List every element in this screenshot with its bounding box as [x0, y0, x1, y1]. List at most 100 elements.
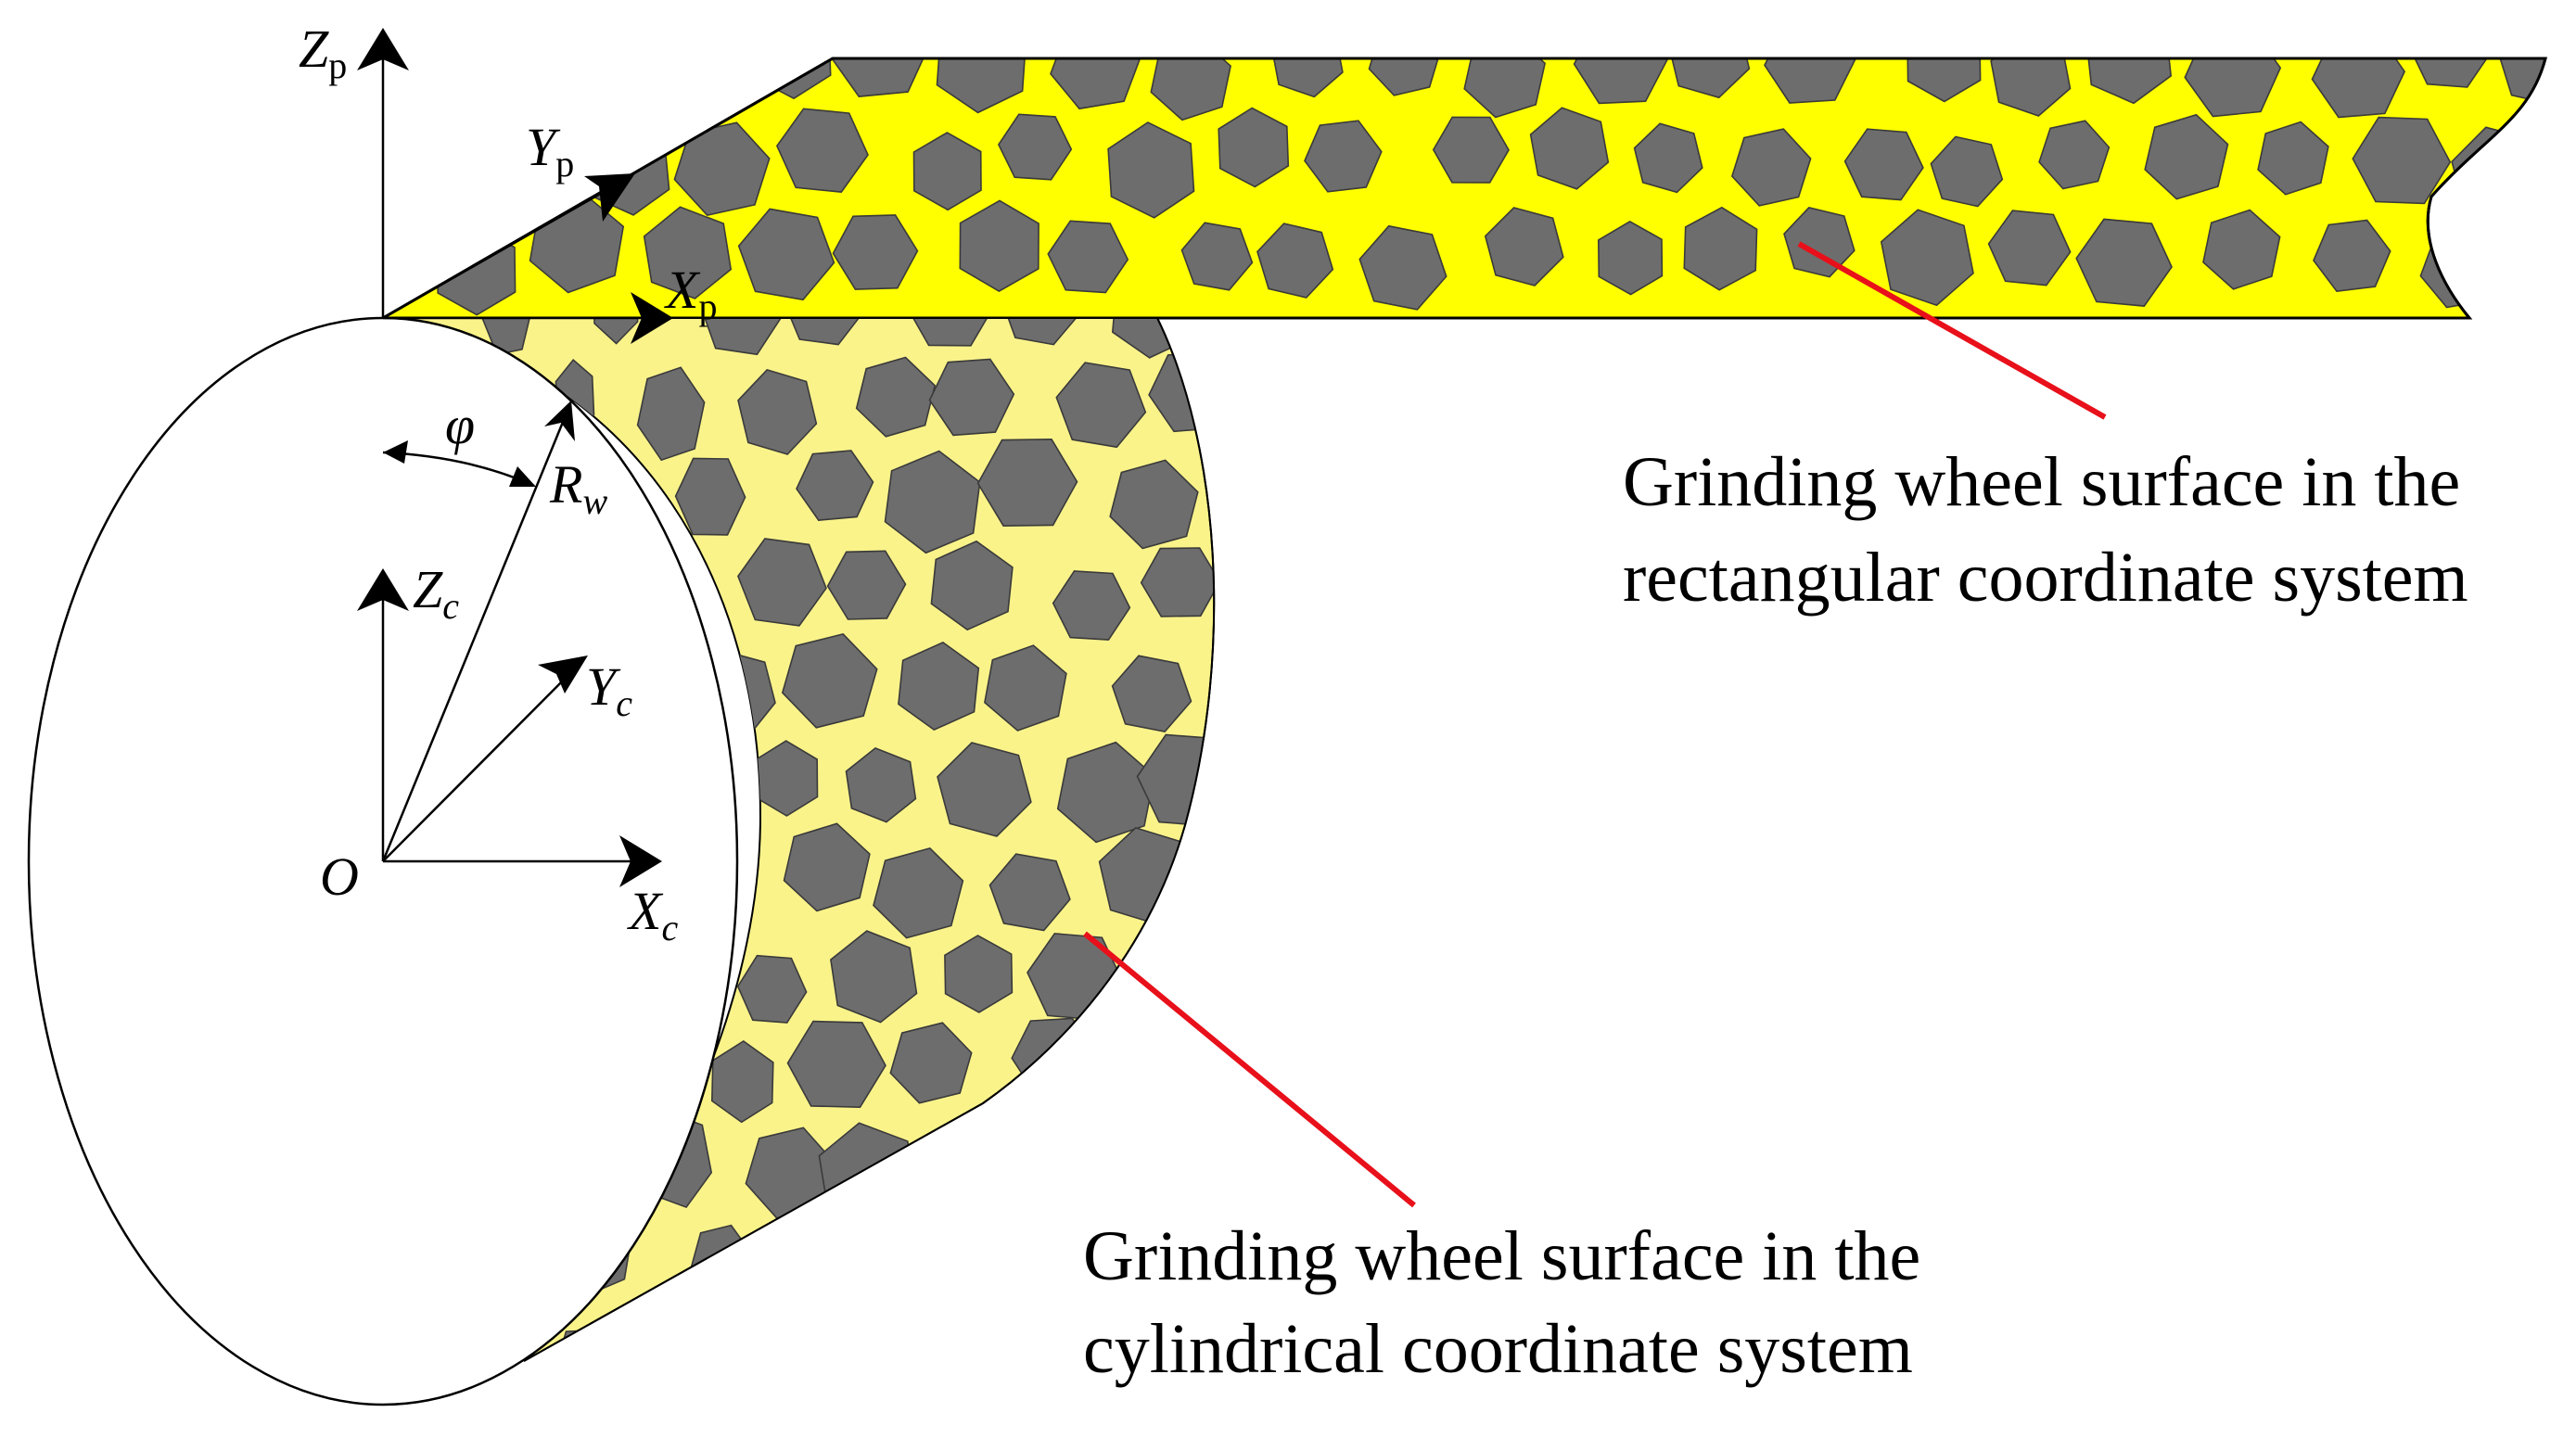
abrasive-grain — [1270, 58, 1344, 98]
abrasive-grain — [1764, 58, 1856, 104]
abrasive-grain — [786, 1020, 886, 1109]
xp-label: Xp — [664, 260, 717, 327]
abrasive-grain — [783, 822, 871, 912]
zc-label: Zc — [413, 559, 459, 627]
abrasive-grain — [2144, 113, 2229, 200]
yc-arrow-icon — [538, 655, 588, 694]
abrasive-grain — [2352, 116, 2452, 205]
abrasive-grain — [937, 742, 1032, 837]
abrasive-grain — [892, 1200, 987, 1303]
abrasive-grain — [796, 450, 874, 521]
abrasive-grain — [1930, 135, 2004, 208]
abrasive-grain — [1180, 222, 1254, 291]
abrasive-grain — [1052, 570, 1131, 641]
abrasive-grain — [855, 356, 937, 438]
abrasive-grain — [1880, 209, 1974, 307]
yp-label: Yp — [526, 117, 574, 185]
abrasive-grain — [640, 1316, 715, 1361]
abrasive-grain — [593, 318, 639, 345]
abrasive-grain — [984, 644, 1067, 732]
abrasive-grain — [2202, 209, 2281, 290]
abrasive-grain — [829, 58, 930, 97]
phi-label: φ — [445, 395, 475, 455]
leader-line-cylindrical — [1083, 931, 1416, 1208]
rectangular-wheel-surface — [377, 57, 2547, 320]
abrasive-grain — [988, 853, 1071, 932]
abrasive-grain — [1047, 220, 1129, 294]
abrasive-grain — [383, 215, 417, 309]
zc-arrow-icon — [357, 568, 409, 611]
abrasive-grain — [1463, 58, 1546, 119]
abrasive-grain — [804, 1230, 881, 1319]
abrasive-grain — [930, 540, 1014, 631]
captions: Grinding wheel surface in the rectangula… — [1083, 443, 2468, 1388]
abrasive-grain — [2497, 58, 2545, 107]
abrasive-grain — [1001, 318, 1080, 346]
abrasive-grain — [2075, 218, 2173, 307]
abrasive-grain — [832, 214, 919, 290]
leader-line-rectangular — [1797, 241, 2107, 420]
zp-label: Zp — [299, 19, 347, 86]
abrasive-grain — [1145, 1113, 1215, 1199]
abrasive-grain — [1843, 128, 1924, 201]
abrasive-grain — [775, 108, 869, 193]
abrasive-grain — [1218, 107, 1290, 188]
xc-label: Xc — [627, 881, 678, 948]
abrasive-grain — [1432, 116, 1510, 184]
rw-label: Rw — [549, 454, 607, 522]
abrasive-grain — [736, 954, 808, 1024]
abrasive-grain — [781, 633, 878, 729]
abrasive-grain — [1358, 224, 1447, 311]
origin-label: O — [320, 846, 359, 907]
abrasive-grain — [976, 438, 1078, 528]
abrasive-grain — [554, 1330, 603, 1361]
abrasive-grain — [1990, 58, 2072, 117]
abrasive-grain — [2184, 58, 2282, 118]
abrasive-grain — [1304, 120, 1383, 193]
abrasive-grain — [1109, 459, 1199, 550]
abrasive-grain — [859, 1306, 938, 1361]
abrasive-grain — [1730, 128, 1812, 207]
phi-arc-arrow-left-icon — [383, 440, 408, 464]
abrasive-grain — [1683, 206, 1758, 291]
abrasive-grain — [1107, 1035, 1199, 1134]
abrasive-grain — [1484, 207, 1564, 286]
abrasive-grain — [636, 366, 706, 462]
yp-axis-line — [382, 180, 622, 320]
abrasive-grain — [737, 368, 818, 455]
abrasive-grain — [912, 132, 982, 211]
abrasive-grain — [730, 1322, 821, 1361]
abrasive-grain — [543, 58, 619, 103]
axis-arrowheads — [357, 28, 673, 887]
abrasive-grain — [961, 1331, 1044, 1361]
coordinate-axes — [381, 39, 660, 863]
yp-arrow-icon — [584, 173, 635, 222]
caption-rectangular-line-1: Grinding wheel surface in the — [1623, 443, 2460, 521]
zp-arrow-icon — [357, 28, 409, 70]
abrasive-grain — [2408, 58, 2491, 88]
abrasive-grain — [1107, 121, 1195, 219]
abrasive-grain — [830, 930, 918, 1024]
abrasive-grain — [1783, 207, 1855, 278]
rw-arrow-icon — [544, 401, 575, 441]
abrasive-grain — [889, 1022, 973, 1104]
abrasive-grain — [2085, 58, 2173, 105]
yc-axis-line — [382, 666, 578, 862]
abrasive-grain — [936, 58, 1027, 114]
abrasive-grain — [1140, 547, 1215, 617]
leader-lines — [1083, 241, 2107, 1208]
abrasive-grain — [2313, 219, 2391, 293]
abrasive-grain — [2311, 58, 2406, 119]
abrasive-grain — [944, 935, 1014, 1013]
caption-cylindrical-line-1: Grinding wheel surface in the — [1083, 1217, 1920, 1295]
abrasive-grain — [784, 318, 863, 346]
abrasive-grain — [1667, 58, 1751, 99]
abrasive-grain — [2527, 216, 2545, 291]
abrasive-grain — [845, 746, 917, 823]
abrasive-grain — [2257, 121, 2329, 196]
abrasive-grain — [959, 199, 1039, 293]
abrasive-grain — [383, 141, 452, 207]
abrasive-grain — [1050, 1116, 1122, 1201]
xc-arrow-icon — [619, 835, 662, 887]
